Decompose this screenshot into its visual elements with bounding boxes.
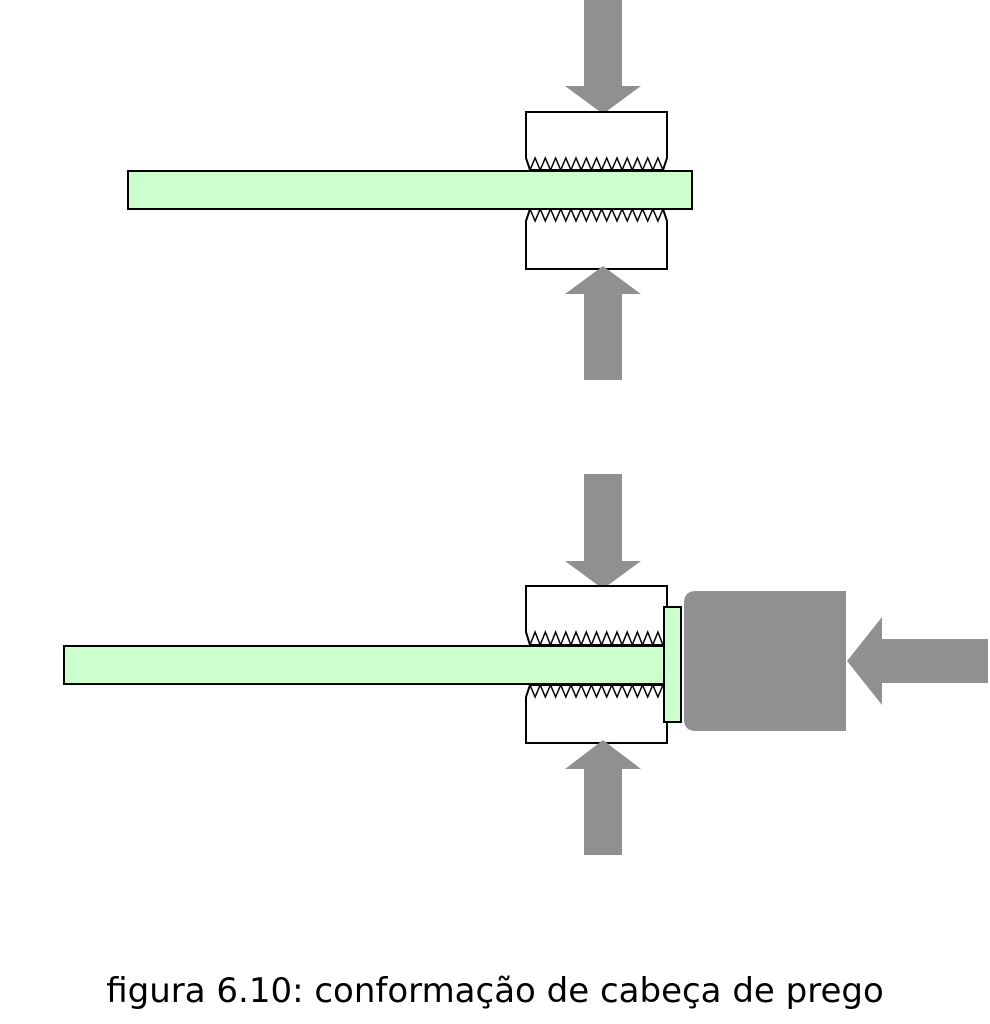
heading-punch (684, 591, 846, 731)
punch-force-arrow (847, 617, 988, 705)
lower-die-teeth (529, 207, 664, 223)
top-force-arrow (565, 474, 641, 589)
upper-die-teeth (529, 156, 664, 172)
stage-after-heading (63, 474, 988, 855)
stage-before-heading (127, 0, 693, 380)
upper-die-teeth (529, 629, 664, 648)
lower-die-teeth (529, 683, 664, 699)
wire (63, 645, 666, 685)
figure-caption: figura 6.10: conformação de cabeça de pr… (106, 971, 884, 1011)
bottom-force-arrow (565, 740, 641, 855)
wire (127, 170, 693, 210)
top-force-arrow (565, 0, 641, 114)
bottom-force-arrow (565, 266, 641, 380)
nail-head (663, 606, 682, 723)
